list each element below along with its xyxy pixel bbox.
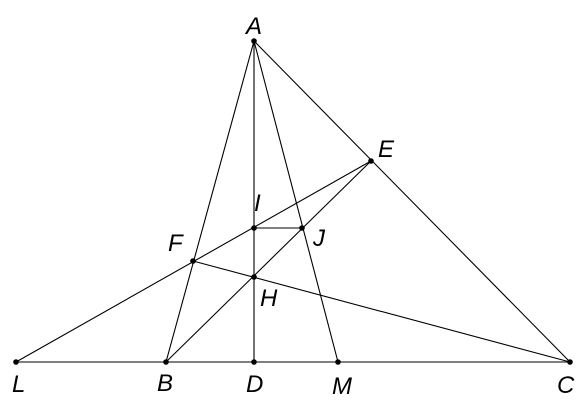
label-E: E: [378, 136, 395, 163]
point-C: [567, 359, 573, 365]
segment-AM: [253, 40, 339, 363]
point-E: [368, 158, 374, 164]
label-F: F: [168, 230, 184, 257]
point-I: [251, 225, 257, 231]
segment-BE: [165, 160, 372, 363]
point-M: [335, 359, 341, 365]
label-H: H: [260, 285, 278, 312]
segment-FC: [192, 260, 571, 363]
label-D: D: [246, 371, 263, 398]
label-I: I: [254, 190, 261, 217]
point-J: [299, 225, 305, 231]
point-D: [251, 359, 257, 365]
label-J: J: [312, 225, 326, 252]
segment-AC: [253, 40, 571, 363]
label-A: A: [244, 13, 262, 40]
point-B: [163, 359, 169, 365]
points-layer: [13, 38, 573, 365]
label-L: L: [12, 371, 25, 398]
label-B: B: [157, 370, 173, 397]
point-F: [190, 258, 196, 264]
label-C: C: [557, 372, 575, 399]
point-L: [13, 359, 19, 365]
point-A: [251, 38, 257, 44]
point-H: [251, 274, 257, 280]
label-M: M: [332, 373, 352, 400]
segments-layer: [15, 40, 571, 363]
segment-AB: [165, 40, 255, 363]
labels-layer: A B C D E F H I J L M: [12, 13, 575, 400]
